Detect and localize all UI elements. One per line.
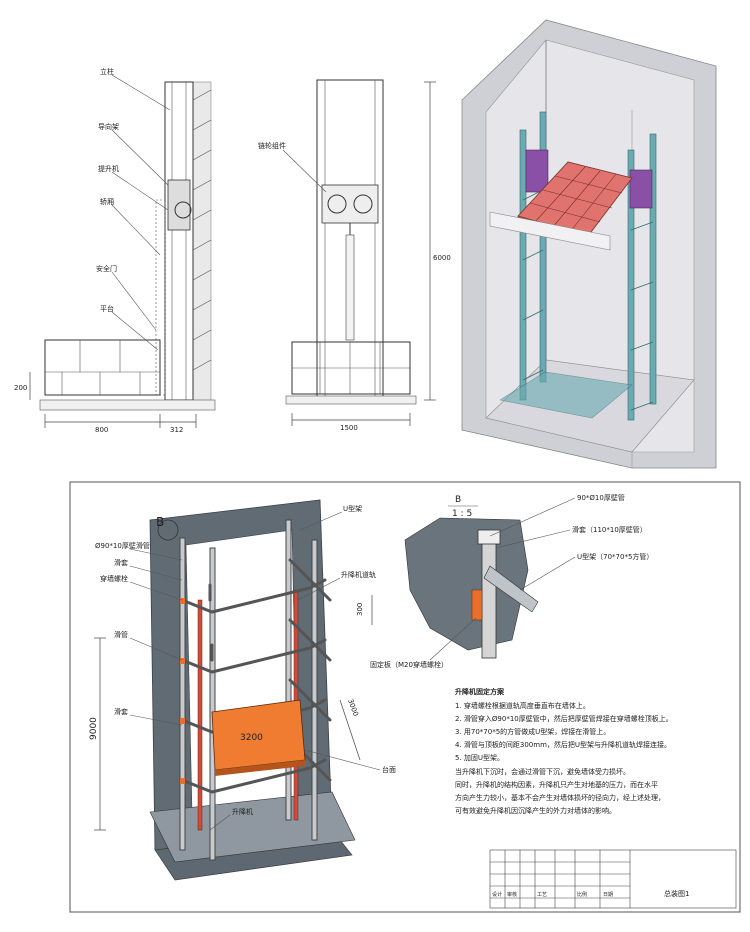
shaft-3d-view — [461, 19, 717, 469]
front-elevation-view: 链轮组件 1500 6000 — [258, 79, 451, 432]
note-5: 5. 加固U型架。 — [455, 753, 504, 762]
label-lift: 升降机 — [232, 807, 253, 816]
side-dim-height: 200 — [14, 384, 27, 392]
detail-label-plate: 固定板（M20穿墙螺栓） — [370, 660, 448, 669]
note-para-1: 当升降机下沉时，会通过滑管下沉，避免墙体受力损坏。 — [455, 767, 630, 776]
tb-cell-5: 日期 — [603, 892, 613, 898]
tb-cell-2: 审核 — [507, 891, 517, 898]
note-1: 1. 穿墙螺栓根据道轨高度垂直布在墙体上。 — [455, 701, 590, 710]
side-dim-gap: 312 — [170, 426, 183, 434]
detail-dim: 300 — [356, 603, 364, 616]
mast-height-dim: 9000 — [89, 717, 99, 740]
front-dim-width: 1500 — [340, 424, 358, 432]
label-u-frame: U型架 — [343, 504, 362, 513]
title-block — [489, 849, 737, 909]
note-4: 4. 滑管与顶板的间距300mm，然后把U型架与升降机道轨焊接连接。 — [455, 740, 671, 749]
note-2: 2. 滑管穿入Ø90*10厚壁管中，然后把厚壁管焊接在穿墙螺栓顶板上。 — [455, 714, 673, 723]
label-slide-pipe: 滑管 — [114, 630, 128, 639]
detail-label-sleeve: 滑套（110*10厚壁管） — [572, 525, 647, 534]
label-deck: 台面 — [382, 765, 396, 774]
label-thick-pipe: Ø90*10厚壁滑管 — [95, 541, 150, 550]
label-sleeve-bottom: 滑套 — [114, 707, 128, 716]
label-guide-rail: 升降机道轨 — [341, 570, 376, 579]
platform-width: 3200 — [240, 733, 263, 743]
side-label-1: 立柱 — [100, 67, 114, 76]
detail-label-uframe: U型架（70*70*5方管） — [577, 552, 653, 561]
side-elevation-view: 立柱 导向架 提升机 轿厢 安全门 平台 800 312 200 — [14, 67, 216, 434]
front-label: 链轮组件 — [258, 141, 286, 150]
detail-title: B — [455, 495, 461, 505]
side-label-5: 安全门 — [96, 264, 117, 273]
note-para-3: 方向产生力较小，基本不会产生对墙体损坏的径向力，经上述处理， — [455, 793, 665, 802]
tb-cell-4: 比例 — [577, 891, 587, 898]
front-dim-height: 6000 — [433, 254, 451, 262]
side-dim-width: 800 — [95, 426, 108, 434]
detail-scale: 1 : 5 — [452, 509, 472, 519]
side-label-3: 提升机 — [98, 164, 119, 173]
notes-title: 升降机固定方案 — [455, 687, 505, 696]
note-para-2: 同时，升降机的结构因素，升降机只产生对地基的压力，而在水平 — [455, 780, 658, 789]
tb-cell-1: 设计 — [492, 891, 502, 898]
label-sleeve-top: 滑套 — [114, 558, 128, 567]
detail-label-pipe: 90*Ø10厚壁管 — [577, 493, 625, 502]
title-block-name: 总装图1 — [664, 889, 689, 898]
install-drawing-frame: 3200 9000 3000 B Ø90*10厚壁滑管 滑套 穿墙螺栓 滑管 滑… — [69, 481, 741, 913]
platform-depth: 3000 — [346, 698, 360, 717]
side-label-2: 导向架 — [98, 122, 119, 131]
detail-marker-b: B — [156, 515, 164, 529]
note-para-4: 可有效避免升降机因沉降产生的外力对墙体的影响。 — [455, 806, 616, 815]
side-label-6: 平台 — [100, 304, 114, 313]
side-label-4: 轿厢 — [100, 197, 114, 206]
tb-cell-3: 工艺 — [537, 892, 547, 898]
note-3: 3. 用70*70*5的方管做成U型架，焊接在滑管上。 — [455, 727, 610, 736]
label-wall-bolt: 穿墙螺栓 — [100, 574, 128, 583]
